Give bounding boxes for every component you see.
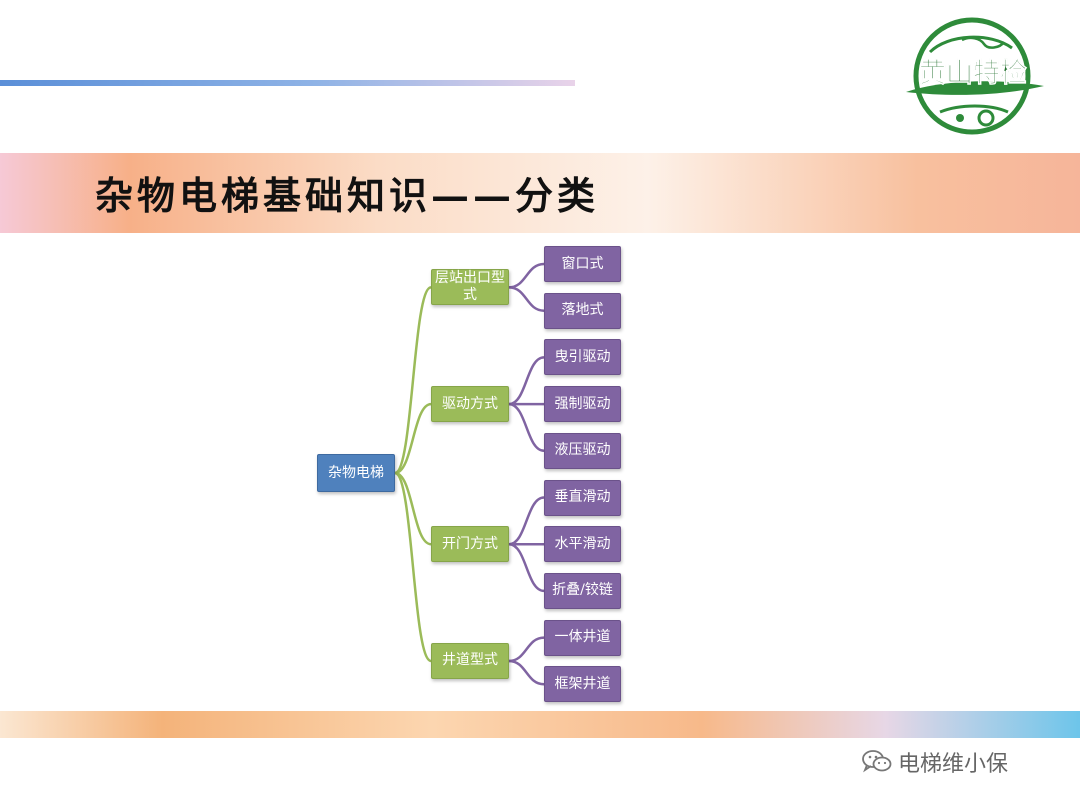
leaf-node: 落地式 <box>544 292 621 329</box>
footer-band <box>0 711 1080 738</box>
leaf-node: 垂直滑动 <box>544 479 621 516</box>
leaf-node: 强制驱动 <box>544 386 621 423</box>
leaf-connector <box>508 542 545 593</box>
slide-title: 杂物电梯基础知识——分类 <box>95 173 600 218</box>
logo-icon: 黄山特检 <box>906 17 1044 135</box>
header-divider <box>0 80 575 86</box>
leaf-node: 折叠/铰链 <box>544 572 621 609</box>
category-connector <box>394 471 432 663</box>
category-node: 井道型式 <box>431 642 509 679</box>
leaf-node: 一体井道 <box>544 619 621 656</box>
leaf-connector <box>508 286 545 312</box>
category-node: 驱动方式 <box>431 386 509 423</box>
leaf-node: 框架井道 <box>544 666 621 703</box>
category-connector <box>394 402 432 475</box>
category-node: 开门方式 <box>431 526 509 563</box>
leaf-connector <box>508 496 545 546</box>
watermark-text: 电梯维小保 <box>898 752 1009 777</box>
leaf-connector <box>508 659 545 686</box>
leaf-node: 水平滑动 <box>544 526 621 563</box>
category-connector <box>394 286 432 475</box>
root-node: 杂物电梯 <box>317 454 395 492</box>
leaf-node: 液压驱动 <box>544 432 621 469</box>
logo-text: 黄山特检 <box>919 57 1027 89</box>
wechat-icon <box>862 750 892 773</box>
leaf-connector <box>508 262 545 289</box>
category-connector <box>394 471 432 546</box>
leaf-connector <box>508 402 545 453</box>
leaf-node: 窗口式 <box>544 246 621 282</box>
leaf-node: 曳引驱动 <box>544 339 621 376</box>
title-band <box>0 153 1080 233</box>
watermark: 电梯维小保 <box>862 745 1008 779</box>
leaf-connector <box>508 356 545 406</box>
leaf-connector <box>508 636 545 663</box>
category-node: 层站出口型式 <box>431 269 509 306</box>
